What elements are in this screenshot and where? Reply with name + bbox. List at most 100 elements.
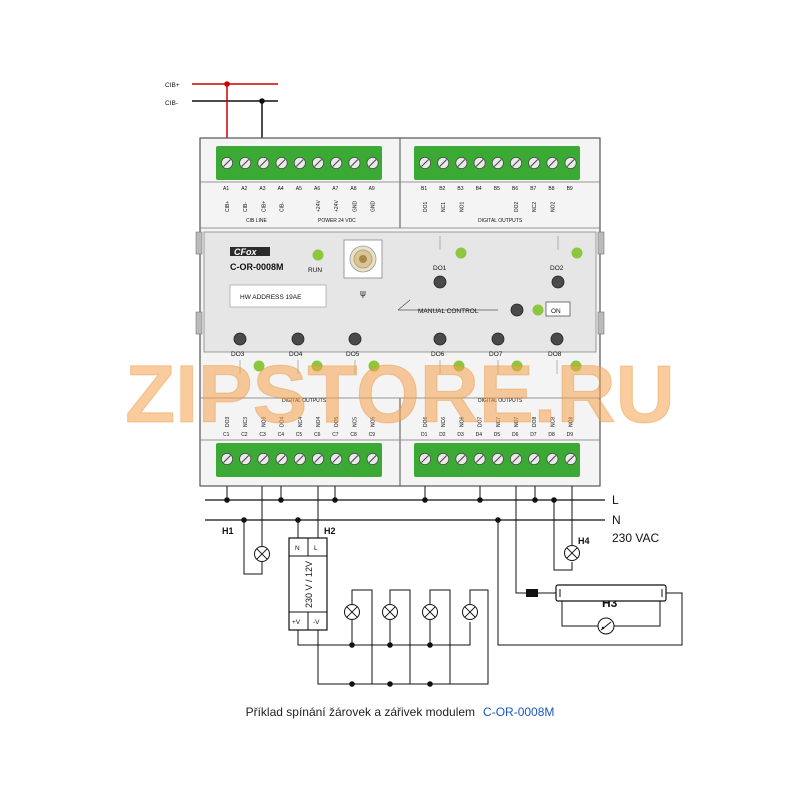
terminal-function: DO2 xyxy=(514,202,520,213)
h2-label: H2 xyxy=(324,526,336,536)
cib-minus-label: CIB- xyxy=(165,100,178,107)
hw-address: HW ADDRESS 19AE xyxy=(240,294,302,301)
terminal-id: A5 xyxy=(296,186,302,192)
terminal-screw[interactable] xyxy=(528,453,541,465)
terminal-screw[interactable] xyxy=(564,157,577,169)
terminal-function: NO5 xyxy=(371,417,377,428)
terminal-label: A7+24V xyxy=(332,186,340,212)
terminal-id: C6 xyxy=(314,432,321,438)
terminal-id: A3 xyxy=(259,186,265,192)
terminal-screw[interactable] xyxy=(473,157,486,169)
output-led xyxy=(311,360,323,372)
terminal-label: B9 xyxy=(567,186,573,192)
terminal-screw[interactable] xyxy=(491,157,504,169)
terminal-screw[interactable] xyxy=(221,453,233,465)
terminal-screw[interactable] xyxy=(312,453,324,465)
terminal-screw[interactable] xyxy=(348,157,361,169)
terminal-function: NC6 xyxy=(441,417,447,427)
terminal-function: DO7 xyxy=(478,417,484,428)
terminal-screw[interactable] xyxy=(257,453,270,465)
terminal-screw[interactable] xyxy=(330,453,343,465)
cib-bus: CIB+ CIB- xyxy=(165,81,278,148)
terminal-screw[interactable] xyxy=(437,157,450,169)
terminal-screw[interactable] xyxy=(473,453,486,465)
do2-button[interactable] xyxy=(551,275,565,289)
terminal-screw[interactable] xyxy=(239,453,252,465)
terminal-function: NO1 xyxy=(459,202,465,213)
terminal-screw[interactable] xyxy=(293,157,306,169)
manual-control-button[interactable] xyxy=(510,303,524,317)
output-led xyxy=(570,360,582,372)
terminal-screw[interactable] xyxy=(546,157,559,169)
terminal-screw[interactable] xyxy=(455,453,468,465)
terminal-screw[interactable] xyxy=(257,157,270,169)
h4-lamp-icon xyxy=(564,545,580,561)
output-button[interactable] xyxy=(433,332,447,346)
terminal-screw[interactable] xyxy=(419,453,431,465)
output-button[interactable] xyxy=(348,332,362,346)
terminal-id: C9 xyxy=(369,432,376,438)
terminal-function: DO1 xyxy=(423,202,429,213)
terminal-function: GND xyxy=(352,201,358,213)
terminal-screw[interactable] xyxy=(366,157,379,169)
terminal-screw[interactable] xyxy=(510,157,522,169)
terminal-screw[interactable] xyxy=(528,157,541,169)
output-wires xyxy=(226,486,683,685)
output-do5: DO5 xyxy=(346,332,380,374)
terminal-screw[interactable] xyxy=(348,453,361,465)
terminal-function: NO4 xyxy=(316,417,322,428)
do1-button[interactable] xyxy=(433,275,447,289)
terminal-id: A2 xyxy=(241,186,247,192)
fuse-icon xyxy=(526,589,538,597)
output-button[interactable] xyxy=(291,332,305,346)
terminal-screw[interactable] xyxy=(275,453,288,465)
terminal-screw[interactable] xyxy=(239,157,252,169)
terminal-screw[interactable] xyxy=(455,157,468,169)
terminal-id: B6 xyxy=(512,186,518,192)
terminal-screw[interactable] xyxy=(366,453,379,465)
terminal-screw[interactable] xyxy=(491,453,504,465)
terminal-screw[interactable] xyxy=(312,157,324,169)
h4-label: H4 xyxy=(578,536,590,546)
psu-rating: 230 V / 12V xyxy=(304,561,314,608)
terminal-screw[interactable] xyxy=(330,157,343,169)
terminal-screw[interactable] xyxy=(564,453,577,465)
caption-text: Příklad spínání žárovek a zářivek module… xyxy=(245,705,476,719)
output-button[interactable] xyxy=(550,332,564,346)
terminal-screw[interactable] xyxy=(510,453,522,465)
h1-lamp-icon xyxy=(254,546,270,562)
terminal-screw[interactable] xyxy=(419,157,431,169)
h1-label: H1 xyxy=(222,526,234,536)
manual-control-led xyxy=(532,304,544,316)
terminal-screw[interactable] xyxy=(293,453,306,465)
terminal-screw[interactable] xyxy=(221,157,233,169)
terminal-screw[interactable] xyxy=(546,453,559,465)
terminal-screw[interactable] xyxy=(275,157,288,169)
output-label: DO5 xyxy=(346,351,360,358)
output-button[interactable] xyxy=(233,332,247,346)
output-button[interactable] xyxy=(491,332,505,346)
terminal-id: B4 xyxy=(476,186,482,192)
terminal-screw[interactable] xyxy=(437,453,450,465)
terminal-function: NC4 xyxy=(298,417,304,427)
lamp-bank xyxy=(344,604,478,620)
terminal-function: NO6 xyxy=(459,417,465,428)
psu-l-label: L xyxy=(314,545,318,552)
do1-led xyxy=(455,247,467,259)
terminal-function: +24V xyxy=(316,200,322,212)
output-label: DO4 xyxy=(289,351,303,358)
n-label: N xyxy=(612,513,621,527)
